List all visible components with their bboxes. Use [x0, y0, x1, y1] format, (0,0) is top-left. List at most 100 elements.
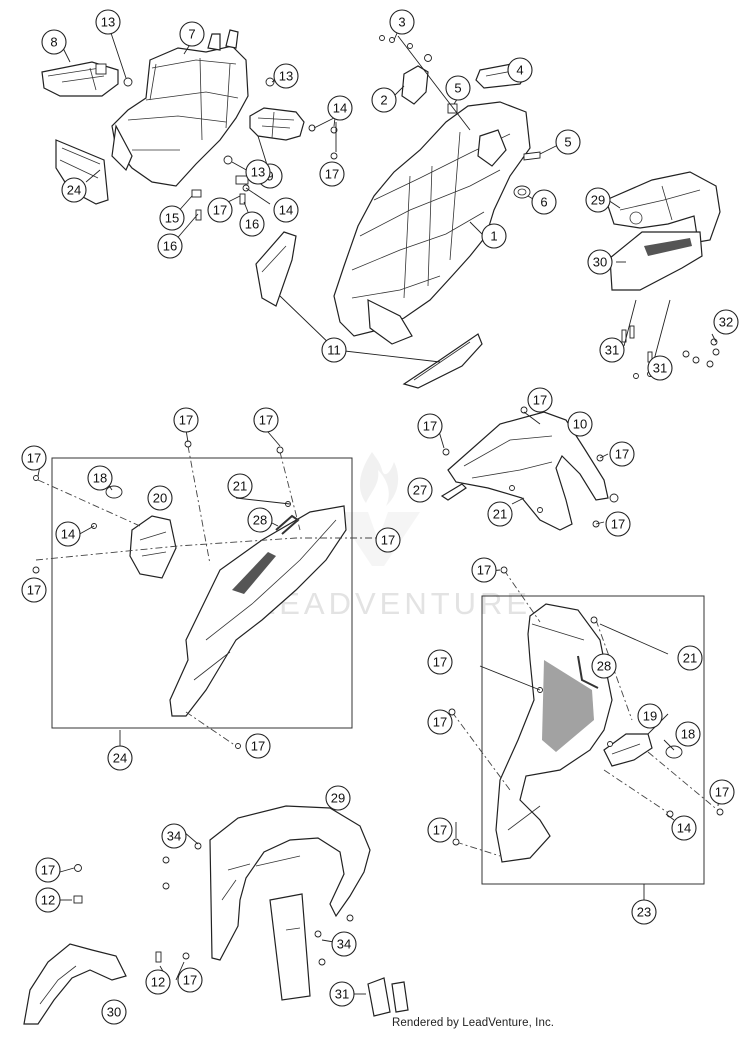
svg-text:16: 16 [245, 217, 259, 232]
part-18-grommet-right [665, 745, 683, 759]
callout-18b: 18 [675, 721, 701, 747]
callout-15: 15 [159, 205, 185, 231]
callout-21b: 21 [487, 501, 513, 527]
callout-17n: 17 [427, 649, 453, 675]
svg-text:28: 28 [253, 513, 267, 528]
svg-text:30: 30 [593, 255, 607, 270]
callout-5b: 5 [555, 129, 581, 155]
callout-8: 8 [41, 29, 67, 55]
callout-19: 19 [637, 703, 663, 729]
callout-33: 29 [585, 187, 611, 213]
hardware-29 [73, 842, 354, 966]
callout-14c: 14 [55, 521, 81, 547]
part-28-hook-left [275, 514, 300, 535]
leader-lines [37, 21, 721, 995]
svg-text:24: 24 [113, 751, 127, 766]
callout-4: 4 [507, 57, 533, 83]
callout-13c: 13 [245, 159, 271, 185]
callout-17b: 17 [207, 197, 233, 223]
callout-35b: 31 [647, 355, 673, 381]
svg-text:16: 16 [163, 239, 177, 254]
svg-text:10: 10 [573, 417, 587, 432]
part-27-plate [440, 483, 467, 501]
svg-text:17: 17 [381, 533, 395, 548]
callout-1: 1 [481, 223, 507, 249]
callout-17r: 17 [35, 857, 61, 883]
svg-text:31: 31 [605, 343, 619, 358]
svg-text:17: 17 [615, 447, 629, 462]
svg-text:28: 28 [597, 659, 611, 674]
svg-text:1: 1 [490, 229, 497, 244]
svg-text:34: 34 [167, 829, 181, 844]
svg-text:21: 21 [233, 479, 247, 494]
callout-28b: 28 [591, 653, 617, 679]
callout-23: 23 [631, 899, 657, 925]
callout-14d: 14 [671, 815, 697, 841]
svg-text:12: 12 [151, 975, 165, 990]
callout-14: 14 [327, 95, 353, 121]
svg-text:31: 31 [335, 987, 349, 1002]
callout-21: 21 [227, 473, 253, 499]
callout-17s: 17 [177, 967, 203, 993]
callout-17g: 17 [21, 577, 47, 603]
hardware-23 [448, 566, 724, 846]
part-3-bolts [379, 35, 432, 62]
callout-29: 29 [325, 785, 351, 811]
callout-13: 13 [95, 9, 121, 35]
svg-text:21: 21 [683, 651, 697, 666]
callout-31: 31 [329, 981, 355, 1007]
group-24-dashes [35, 445, 380, 747]
watermark-text: LEADVENTURE [258, 586, 531, 621]
svg-text:20: 20 [153, 491, 167, 506]
part-5-bolts [447, 103, 541, 161]
callout-17q: 17 [427, 817, 453, 843]
svg-text:2: 2 [380, 93, 387, 108]
svg-text:17: 17 [27, 451, 41, 466]
callout-17h: 17 [245, 733, 271, 759]
callout-17: 17 [319, 161, 345, 187]
svg-text:31: 31 [653, 361, 667, 376]
callout-17e: 17 [21, 445, 47, 471]
part-34-mount [609, 231, 703, 291]
callout-17i: 17 [527, 387, 553, 413]
callout-35: 31 [599, 337, 625, 363]
part-19-bracket-right [603, 733, 653, 767]
svg-text:14: 14 [61, 527, 75, 542]
watermark-logo [336, 452, 420, 566]
svg-text:17: 17 [423, 419, 437, 434]
svg-text:29: 29 [591, 193, 605, 208]
part-9-holder [249, 107, 305, 141]
svg-text:19: 19 [643, 709, 657, 724]
svg-text:14: 14 [677, 821, 691, 836]
part-11-trim-left [255, 231, 297, 307]
callout-21c: 21 [677, 645, 703, 671]
callout-6: 6 [531, 189, 557, 215]
callout-17o: 17 [427, 709, 453, 735]
svg-text:17: 17 [179, 413, 193, 428]
svg-text:12: 12 [41, 893, 55, 908]
svg-text:17: 17 [611, 517, 625, 532]
callout-24: 24 [107, 745, 133, 771]
callout-30: 30 [101, 999, 127, 1025]
svg-text:34: 34 [337, 937, 351, 952]
callout-12: 12 [35, 887, 61, 913]
callout-32b: 34 [331, 931, 357, 957]
callout-14b: 14 [273, 197, 299, 223]
callout-2: 2 [371, 87, 397, 113]
callout-17f: 17 [375, 527, 401, 553]
svg-text:23: 23 [637, 905, 651, 920]
svg-text:17: 17 [715, 785, 729, 800]
callout-17l: 17 [605, 511, 631, 537]
svg-text:30: 30 [107, 1005, 121, 1020]
svg-text:32: 32 [719, 315, 733, 330]
part-20-bracket-left [129, 515, 177, 579]
svg-text:18: 18 [93, 471, 107, 486]
svg-text:13: 13 [101, 15, 115, 30]
part-31-pads [367, 977, 409, 1017]
svg-text:17: 17 [433, 823, 447, 838]
callout-3: 3 [389, 9, 415, 35]
svg-text:17: 17 [41, 863, 55, 878]
callout-13b: 13 [273, 63, 299, 89]
callout-7: 7 [179, 21, 205, 47]
callout-28: 28 [247, 507, 273, 533]
